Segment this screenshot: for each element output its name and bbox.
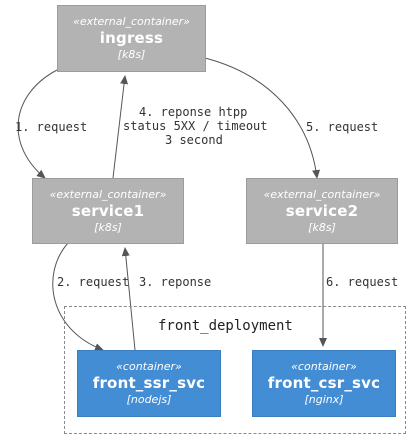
node-front-ssr-svc[interactable]: «container» front_ssr_svc [nodejs] [77, 350, 221, 417]
node-stereotype: «external_container» [49, 187, 167, 201]
node-title: front_ssr_svc [92, 374, 206, 392]
node-stereotype: «container» [116, 360, 182, 373]
node-tech: [k8s] [308, 220, 336, 234]
edge-service1-to-front-ssr [52, 242, 104, 351]
boundary-label: front_deployment [158, 318, 293, 334]
node-title: service2 [285, 201, 359, 220]
edge-label-2: 2. request [57, 275, 130, 289]
node-service1[interactable]: «external_container» service1 [k8s] [32, 178, 184, 244]
node-title: front_csr_svc [267, 374, 381, 392]
edge-service1-to-ingress [112, 75, 129, 179]
node-front-csr-svc[interactable]: «container» front_csr_svc [nginx] [252, 350, 396, 417]
node-stereotype: «container» [291, 360, 357, 373]
edge-label-4-line2: status 5XX / timeout [123, 119, 268, 133]
node-tech: [nodejs] [126, 393, 172, 406]
edge-label-1: 1. request [15, 120, 88, 134]
node-title: service1 [71, 201, 145, 220]
edge-label-5: 5. request [306, 120, 379, 134]
node-service2[interactable]: «external_container» service2 [k8s] [246, 178, 398, 244]
edge-ingress-to-service1 [17, 69, 58, 179]
edge-front-ssr-to-service1 [121, 247, 136, 351]
edge-label-6: 6. request [326, 275, 399, 289]
node-tech: [k8s] [117, 48, 146, 61]
edge-label-4-line1: 4. reponse htpp [139, 105, 248, 119]
node-tech: [k8s] [94, 220, 122, 234]
edge-ingress-to-service2 [204, 57, 321, 179]
edge-label-4-line3: 3 second [165, 133, 223, 147]
node-tech: [nginx] [304, 393, 344, 406]
edge-label-3: 3. reponse [139, 275, 212, 289]
front-deployment-boundary [64, 306, 406, 434]
node-title: ingress [99, 29, 164, 47]
node-stereotype: «external_container» [73, 15, 190, 28]
node-stereotype: «external_container» [263, 187, 381, 201]
node-ingress[interactable]: «external_container» ingress [k8s] [57, 5, 206, 72]
